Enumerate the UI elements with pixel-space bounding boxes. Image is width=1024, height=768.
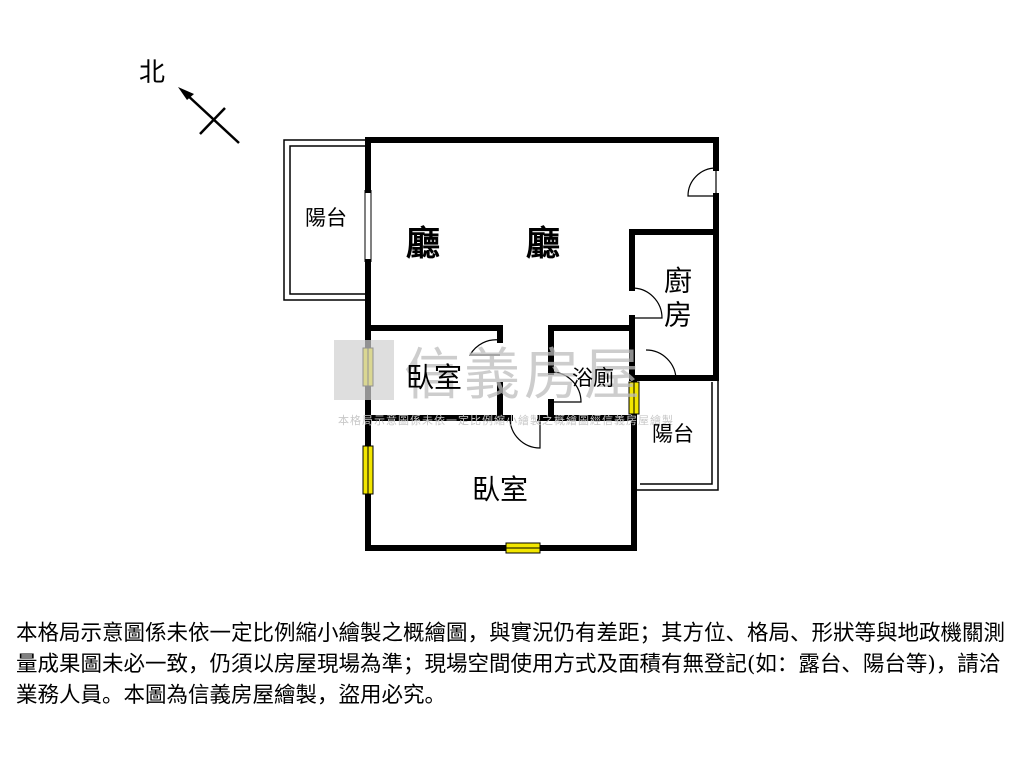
doors [468, 167, 717, 449]
room-label-balcony-right: 陽台 [652, 422, 694, 446]
north-label: 北 [139, 58, 166, 88]
room-label-bedroom-large: 臥室 [472, 473, 529, 506]
balcony-right-outline [634, 378, 719, 491]
room-label-bathroom: 浴廁 [572, 366, 614, 390]
room-label-balcony-left: 陽台 [305, 206, 347, 230]
balcony-left-outline [283, 139, 368, 301]
living-window [364, 190, 372, 262]
room-label-kitchen: 廚房 [660, 266, 693, 334]
north-arrow-icon [178, 87, 240, 144]
watermark-logo-icon [334, 340, 394, 400]
watermark-subtext: 本格局示意圖係未依一定比例縮小繪製之概繪圖經信義房屋繪製 [338, 414, 674, 427]
walls [365, 137, 719, 551]
disclaimer-text: 本格局示意圖係未依一定比例縮小繪製之概繪圖，與實況仍有差距；其方位、格局、形狀等… [16, 621, 1006, 708]
room-label-bedroom-small: 臥室 [406, 361, 463, 394]
room-label-living-1: 廳 [406, 224, 442, 264]
floor-plan [178, 87, 719, 554]
watermark-brand: 信義房屋 [404, 343, 644, 408]
room-label-living-2: 廳 [526, 224, 562, 264]
